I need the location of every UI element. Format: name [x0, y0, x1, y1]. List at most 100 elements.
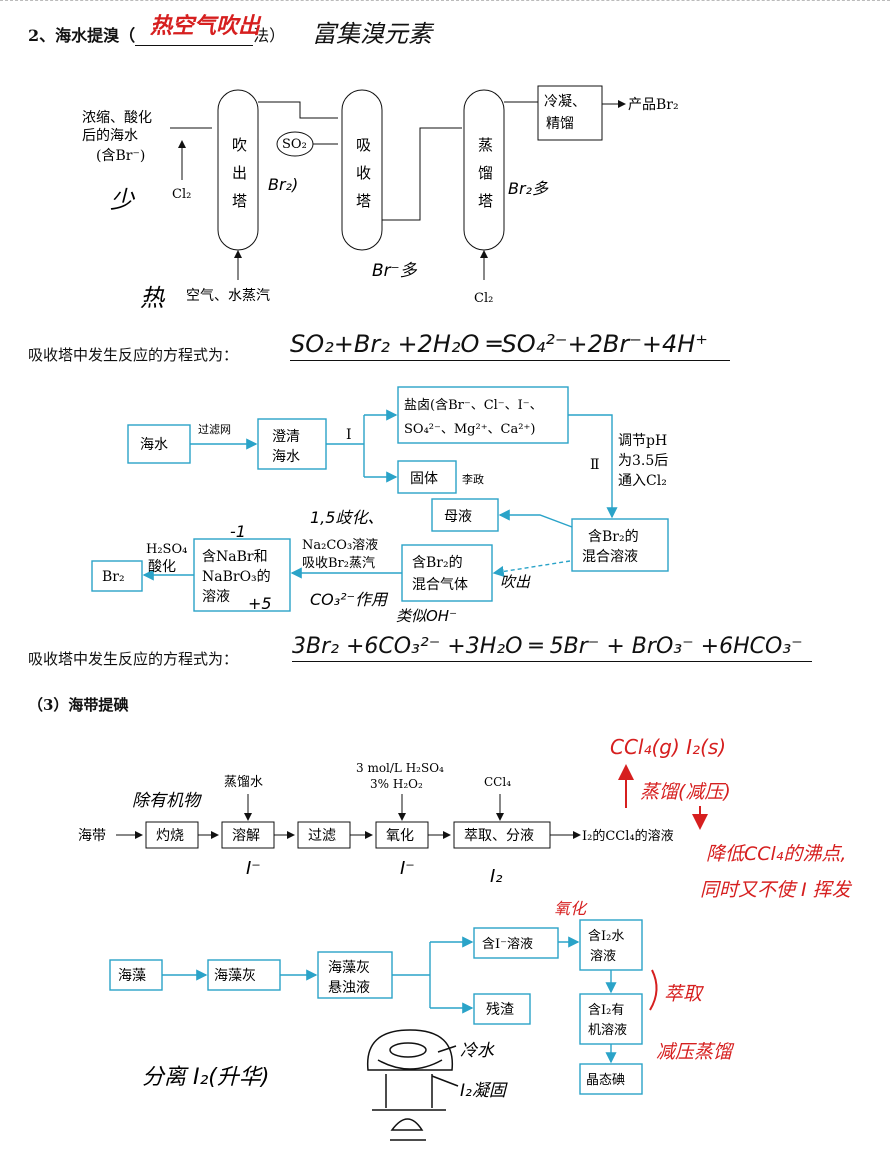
- feed-label-3: (含Br⁻): [96, 148, 145, 164]
- sublimation-sketch: [366, 1029, 459, 1141]
- lbl-iminus: 含I⁻溶液: [482, 936, 533, 952]
- equation1-prefix: 吸收塔中发生反应的方程式为：: [28, 346, 239, 364]
- lbl-extract: 萃取、分液: [464, 828, 534, 844]
- lbl-i2org-2: 机溶液: [588, 1023, 627, 1038]
- lbl-oxidize: 氧化: [386, 828, 414, 844]
- condense-1: 冷凝、: [544, 94, 586, 110]
- hand-br2-1: Br₂): [268, 175, 298, 194]
- distill-3: 塔: [478, 192, 493, 210]
- condense-box: [537, 85, 603, 141]
- cl2-label-2: Cl₂: [474, 291, 493, 306]
- hand-cold: 冷水: [460, 1041, 495, 1061]
- section3-heading: （3）海带提碘: [28, 696, 129, 714]
- hand-sep: 分离 I₂(升华): [142, 1065, 269, 1090]
- hand-i2: I⁻: [400, 858, 415, 879]
- box-solid: [397, 460, 457, 494]
- cl2-label-1: Cl₂: [172, 187, 191, 202]
- lbl-filter: 过滤: [308, 828, 336, 844]
- lbl-water: 蒸馏水: [224, 775, 263, 790]
- lbl-seaweed: 海藻: [118, 968, 146, 984]
- lbl-nabr-1: 含NaBr和: [202, 549, 268, 565]
- lbl-solid: 固体: [410, 471, 438, 487]
- so2: SO₂: [282, 137, 307, 152]
- heading-text: 2、海水提溴（: [28, 26, 136, 45]
- box-crystal: [579, 1063, 643, 1095]
- heading-suffix: 法）: [253, 26, 286, 45]
- hand-top: CCl₄(g) I₂(s): [610, 735, 726, 759]
- absorb-tower: [341, 89, 383, 251]
- hand-remove: 除有机物: [132, 791, 203, 811]
- lbl-nabr-3: 溶液: [202, 589, 230, 605]
- hand-vac: 减压蒸馏: [656, 1041, 735, 1063]
- tower-diagram: 浓缩、酸化 后的海水 (含Br⁻) Cl₂ 少 吹 出 塔 热 空气、水蒸汽 S…: [82, 85, 679, 312]
- lbl-adjust-1: 调节pH: [618, 433, 667, 449]
- air-steam: 空气、水蒸汽: [186, 288, 270, 304]
- box-br2: [91, 560, 143, 592]
- lbl-absorb-2: 吸收Br₂蒸汽: [302, 556, 375, 571]
- lbl-brine-2: SO₄²⁻、Mg²⁺、Ca²⁺): [404, 422, 535, 437]
- lbl-absorb-1: Na₂CO₃溶液: [302, 538, 378, 553]
- absorb-1: 吸: [356, 136, 371, 154]
- lbl-mix-gas-1: 含Br₂的: [412, 555, 463, 571]
- distill-1: 蒸: [478, 136, 493, 154]
- hand-small: 少: [110, 186, 136, 214]
- feed-label-2: 后的海水: [82, 128, 138, 144]
- box-iminus: [473, 927, 559, 959]
- absorb-3: 塔: [356, 192, 371, 210]
- hand-br2-many: Br₂多: [508, 179, 549, 198]
- lbl-susp-2: 悬浊液: [328, 980, 370, 996]
- hand-hot: 热: [140, 284, 166, 312]
- hand-solid: I₂凝固: [460, 1081, 508, 1101]
- blow-3: 塔: [232, 192, 247, 210]
- hand-extract: 萃取: [664, 983, 705, 1005]
- blank-answer: 热空气吹出: [150, 14, 261, 39]
- lbl-i2water-1: 含I₂水: [588, 928, 624, 944]
- kelp-flow-diagram: 海带 灼烧 溶解 过滤 氧化 萃取、分液 I₂的CCl₄的溶液 蒸馏水 3 mo…: [78, 735, 853, 901]
- lbl-dissolve: 溶解: [232, 828, 260, 844]
- equation2-prefix: 吸收塔中发生反应的方程式为：: [28, 650, 239, 668]
- lbl-i2org-1: 含I₂有: [588, 1002, 624, 1018]
- handwritten-note: 富集溴元素: [312, 20, 432, 48]
- lbl-acid-2: 酸化: [148, 559, 176, 575]
- lbl-mix-gas-2: 混合气体: [412, 577, 468, 593]
- lbl-clear-1: 澄清: [272, 429, 300, 445]
- hand-co3: CO₃²⁻作用: [310, 590, 389, 609]
- lbl-seawater: 海水: [140, 437, 168, 453]
- lbl-li-zheng: 李政: [462, 472, 484, 486]
- lbl-reagent-1: 3 mol/L H₂SO₄: [356, 761, 444, 775]
- section2-heading: 2、海水提溴（ 法）: [28, 22, 285, 46]
- box-residue: [473, 993, 531, 1025]
- lbl-nabr-2: NaBrO₃的: [202, 569, 271, 585]
- blow-1: 吹: [232, 136, 247, 154]
- lbl-clear-2: 海水: [272, 449, 300, 465]
- absorb-2: 收: [356, 164, 371, 182]
- product-br2: 产品Br₂: [628, 97, 679, 113]
- hand-distill: 蒸馏(减压): [640, 781, 731, 803]
- hand-i1: I⁻: [246, 858, 261, 879]
- condense-2: 精馏: [546, 116, 574, 132]
- seawater-flow-diagram: 海水 过滤网 澄清 海水 Ⅰ 盐卤(含Br⁻、Cl⁻、I⁻、 SO₄²⁻、Mg²…: [91, 386, 669, 625]
- lbl-adjust-3: 通入Cl₂: [618, 473, 667, 489]
- lbl-residue: 残渣: [486, 1002, 514, 1018]
- lbl-mix-sol-2: 混合溶液: [582, 549, 638, 565]
- lbl-adjust-2: 为3.5后: [618, 453, 668, 469]
- lbl-br2: Br₂: [102, 569, 125, 585]
- box-mix-solution: [571, 518, 669, 572]
- hand-i3: I₂: [490, 866, 503, 887]
- answer-blank: [135, 31, 254, 46]
- lbl-product: I₂的CCl₄的溶液: [582, 828, 674, 844]
- lbl-burn: 灼烧: [156, 828, 184, 844]
- distill-2: 馏: [478, 164, 493, 182]
- lbl-mother: 母液: [444, 509, 472, 525]
- blow-2: 出: [232, 164, 247, 182]
- lbl-ash: 海藻灰: [214, 968, 256, 984]
- lbl-reagent-2: 3% H₂O₂: [370, 777, 423, 791]
- hand-disp: 1,5歧化、: [310, 508, 383, 527]
- lbl-brine-1: 盐卤(含Br⁻、Cl⁻、I⁻、: [404, 397, 543, 413]
- hand-br-many: Br⁻多: [372, 261, 418, 281]
- box-mother: [431, 498, 499, 532]
- feed-label-1: 浓缩、酸化: [82, 110, 152, 126]
- lbl-roman-1: Ⅰ: [346, 427, 352, 443]
- top-dashed-rule: [0, 0, 890, 1]
- hand-p5: +5: [248, 594, 272, 613]
